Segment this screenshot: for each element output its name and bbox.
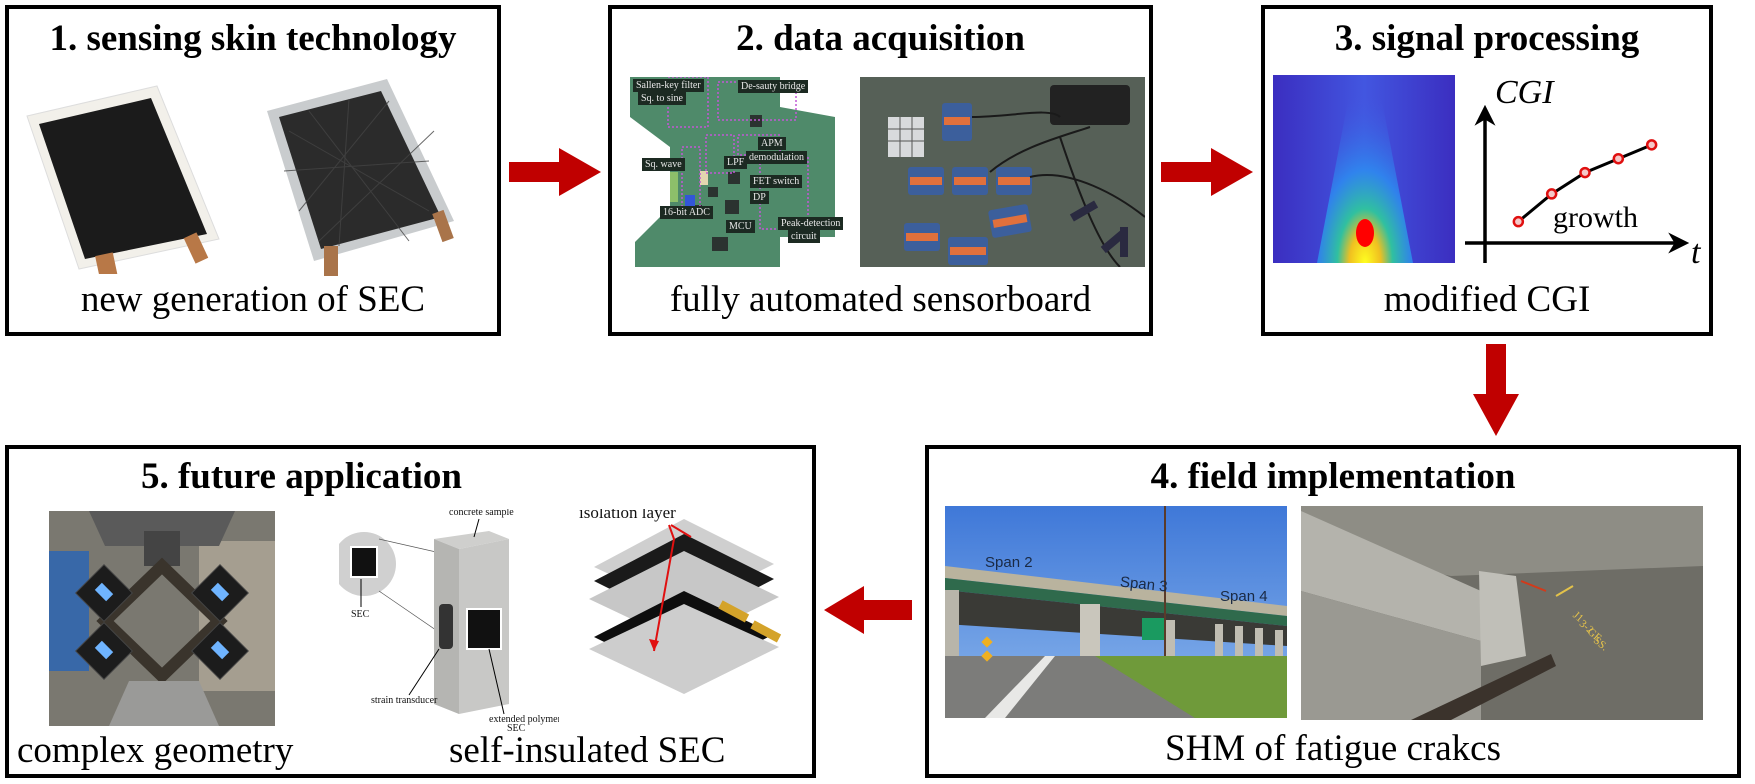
- sec-photo-white: [26, 85, 220, 274]
- cgi-data-point: [1545, 188, 1558, 200]
- chart-x-label: t: [1691, 234, 1702, 271]
- box-title: 4. field implementation: [1150, 456, 1516, 497]
- box-caption: fully automated sensorboard: [669, 279, 1092, 320]
- flow-arrow-left: [824, 586, 912, 634]
- box-future-application: 5. future application: [5, 445, 816, 778]
- pcb-label: Sq. to sine: [638, 92, 686, 105]
- label-extended-polymer: extended polymer: [489, 714, 559, 725]
- pcb-label: Sq. wave: [642, 158, 685, 171]
- box-title: 2. data acquisition: [736, 18, 1025, 59]
- label-strain-transducer: strain transducer: [371, 695, 438, 706]
- label-extended-polymer-sec: SEC: [507, 723, 526, 734]
- pcb-label: MCU: [726, 220, 755, 233]
- pcb-label: De-sauty bridge: [738, 80, 809, 93]
- label-concrete-sample: concrete sample: [449, 509, 514, 518]
- box-title: 5. future application: [140, 456, 463, 497]
- pcb-label: demodulation: [746, 151, 807, 164]
- pcb-label: FET switch: [750, 175, 803, 188]
- bridge-photo: Span 2 Span 3 Span 4: [945, 506, 1287, 718]
- pcb-label: circuit: [788, 230, 820, 243]
- sec-photo-textured: [267, 79, 454, 276]
- pcb-label: Peak-detection: [778, 217, 844, 230]
- box-title: 3. signal processing: [1334, 18, 1640, 59]
- box-signal-processing: 3. signal processing CGI t growth: [1261, 5, 1713, 336]
- spectrogram-heatmap: [1273, 75, 1455, 263]
- cgi-data-point: [1512, 215, 1525, 228]
- pcb-label: DP: [750, 191, 769, 204]
- span-label: Span 2: [985, 554, 1033, 571]
- box-field-implementation: 4. field implementation Span 2 Span 3 Sp…: [925, 445, 1741, 778]
- pcb-label: LPF: [724, 156, 748, 169]
- flow-arrow-right-1: [509, 148, 601, 196]
- concrete-sample-figure: concrete sample SEC strain transducer ex…: [339, 509, 559, 734]
- complex-geometry-photo: [49, 511, 275, 726]
- label-sec: SEC: [351, 609, 370, 620]
- sensorboard-pcb-photo: Sallen-key filter Sq. to sine De-sauty b…: [630, 77, 845, 267]
- pcb-label: Sallen-key filter: [633, 79, 704, 92]
- girder-crack-photo: J1 3-2 GE SS.: [1301, 506, 1703, 720]
- flow-arrow-right-2: [1161, 148, 1253, 196]
- box-caption-right: self-insulated SEC: [449, 730, 726, 771]
- box-caption: new generation of SEC: [80, 279, 426, 320]
- box-title: 1. sensing skin technology: [49, 18, 457, 59]
- box-caption: modified CGI: [1383, 279, 1591, 320]
- pcb-label: 16-bit ADC: [660, 206, 713, 219]
- flow-arrow-down: [1473, 344, 1519, 436]
- cgi-data-point: [1579, 166, 1591, 179]
- chart-y-label: CGI: [1495, 75, 1555, 111]
- cgi-data-point: [1612, 152, 1625, 165]
- cgi-growth-chart: CGI t growth: [1465, 75, 1702, 271]
- box-caption: SHM of fatigue crakcs: [1165, 728, 1501, 769]
- cgi-data-point: [1645, 139, 1658, 151]
- box-caption-left: complex geometry: [17, 730, 294, 771]
- box-sensing-skin: 1. sensing skin technology new generatio…: [5, 5, 501, 336]
- sensor-enclosure-photo: [860, 77, 1145, 267]
- box-data-acquisition: 2. data acquisition Sallen-key filter Sq…: [608, 5, 1153, 336]
- pcb-label: APM: [758, 137, 786, 150]
- chart-annotation-growth: growth: [1553, 201, 1638, 234]
- isolation-layer-figure: isolation layer: [579, 509, 794, 709]
- span-label: Span 4: [1220, 588, 1268, 605]
- label-isolation-layer: isolation layer: [579, 509, 676, 522]
